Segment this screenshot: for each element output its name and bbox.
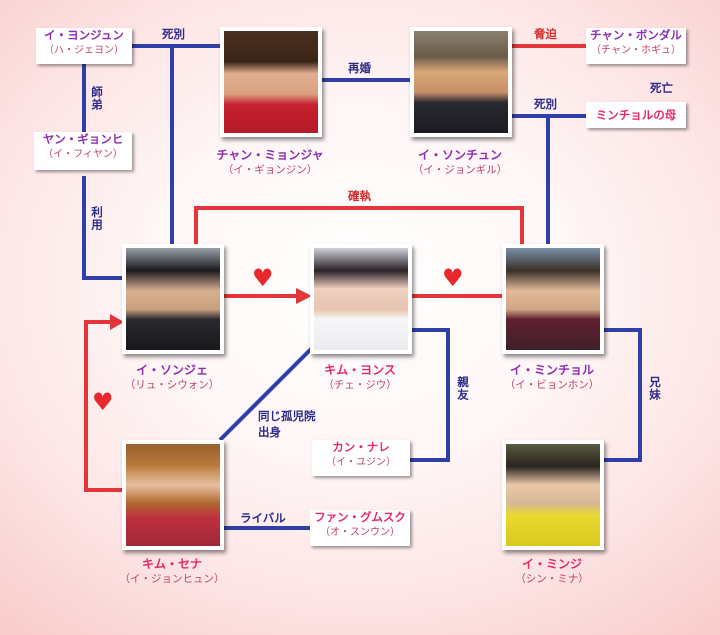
name-yi-sonje: イ・ソンジェ: [135, 363, 208, 377]
name-yi-minchol: イ・ミンチョル: [509, 363, 594, 377]
label-yi-sonje: イ・ソンジェ （リュ・シウォン）: [104, 362, 240, 392]
photo-yi-minji: [502, 440, 604, 550]
name-chan-myonja: チャン・ミョンジャ: [216, 148, 324, 162]
actor-kim-sena: （イ・ジョンヒュン）: [119, 573, 225, 586]
heart-yonsu-minchol: ♥: [442, 264, 464, 292]
arrow-to-sonje: [110, 314, 124, 330]
box-fan-gumusuku: ファン・グムスク （オ・スンウン）: [310, 510, 410, 546]
label-kim-yonsu: キム・ヨンス （チェ・ジウ）: [292, 362, 428, 392]
box-minchol-mother: ミンチョルの母: [586, 102, 686, 128]
actor-yi-sonchun: （イ・ジョンギル）: [412, 164, 508, 177]
actor-yi-yongjun: （ハ・ジェヨン）: [44, 44, 124, 56]
line-riyo: [82, 176, 124, 280]
relation-master-pupil: 師弟: [90, 86, 104, 111]
label-kim-sena: キム・セナ （イ・ジョンヒュン）: [104, 556, 240, 586]
photo-kim-sena: [122, 440, 224, 550]
photo-kim-yonsu: [310, 244, 412, 354]
name-kim-sena: キム・セナ: [141, 557, 202, 571]
name-yi-yongjun: イ・ヨンジュン: [44, 28, 124, 42]
actor-fan-gumusuku: （オ・スンウン）: [320, 526, 400, 538]
line-shinyu: [408, 328, 450, 462]
relation-remarriage: 再婚: [348, 61, 371, 75]
label-chan-myonja: チャン・ミョンジャ （イ・ギョンジン）: [202, 147, 338, 177]
name-fan-gumusuku: ファン・グムスク: [314, 510, 406, 524]
actor-chan-bondaru: （チャン・ホギュ）: [591, 44, 681, 56]
box-yi-yongjun: イ・ヨンジュン （ハ・ジェヨン）: [36, 28, 132, 64]
relation-feud: 確執: [348, 189, 371, 203]
relation-shibetsu-1: 死別: [162, 27, 185, 41]
relation-best-friend: 親友: [456, 376, 470, 401]
actor-chan-myonja: （イ・ギョンジン）: [222, 164, 318, 177]
label-yi-minji: イ・ミンジ （シン・ミナ）: [484, 556, 620, 586]
relation-siblings: 兄妹: [648, 376, 662, 401]
line-feud: [194, 206, 524, 244]
arrow-to-yonsu: [296, 288, 312, 304]
label-yi-minchol: イ・ミンチョル （イ・ビョンホン）: [484, 362, 620, 392]
box-kang-nare: カン・ナレ （イ・ユジン）: [312, 440, 410, 476]
heart-sena-sonje: ♥: [92, 388, 114, 416]
actor-yi-sonje: （リュ・シウォン）: [124, 379, 220, 392]
line-sonchun-down: [507, 114, 550, 246]
relation-use: 利用: [90, 206, 104, 231]
actor-kim-yonsu: （チェ・ジウ）: [323, 379, 397, 392]
name-yi-sonchun: イ・ソンチュン: [417, 148, 502, 162]
photo-yi-sonchun: [410, 27, 512, 137]
relation-rival: ライバル: [240, 511, 286, 525]
relation-death: 死亡: [650, 81, 673, 95]
box-yang-gyonhi: ヤン・ギョンヒ （イ・フィヤン）: [34, 132, 132, 170]
actor-yi-minji: （シン・ミナ）: [515, 573, 589, 586]
line-sena-sonje: [84, 320, 124, 492]
name-minchol-mother: ミンチョルの母: [595, 108, 677, 122]
line-kyomai: [600, 328, 642, 462]
name-kim-yonsu: キム・ヨンス: [324, 363, 396, 377]
line-orphanage: [218, 344, 316, 442]
relation-shibetsu-2: 死別: [534, 97, 557, 111]
photo-chan-myonja: [220, 27, 322, 137]
name-yang-gyonhi: ヤン・ギョンヒ: [42, 132, 124, 146]
actor-yang-gyonhi: （イ・フィヤン）: [43, 148, 123, 160]
heart-sonje-yonsu: ♥: [252, 264, 274, 292]
name-chan-bondaru: チャン・ボンダル: [590, 28, 682, 42]
photo-yi-sonje: [122, 244, 224, 354]
label-yi-sonchun: イ・ソンチュン （イ・ジョンギル）: [392, 147, 528, 177]
photo-yi-minchol: [502, 244, 604, 354]
box-chan-bondaru: チャン・ボンダル （チャン・ホギュ）: [586, 28, 686, 64]
actor-yi-minchol: （イ・ビョンホン）: [504, 379, 600, 392]
actor-kang-nare: （イ・ユジン）: [326, 456, 396, 468]
name-kang-nare: カン・ナレ: [332, 440, 390, 454]
relation-orphanage: 同じ孤児院 出身: [258, 409, 316, 440]
name-yi-minji: イ・ミンジ: [521, 557, 582, 571]
relation-threat: 脅迫: [534, 27, 557, 41]
